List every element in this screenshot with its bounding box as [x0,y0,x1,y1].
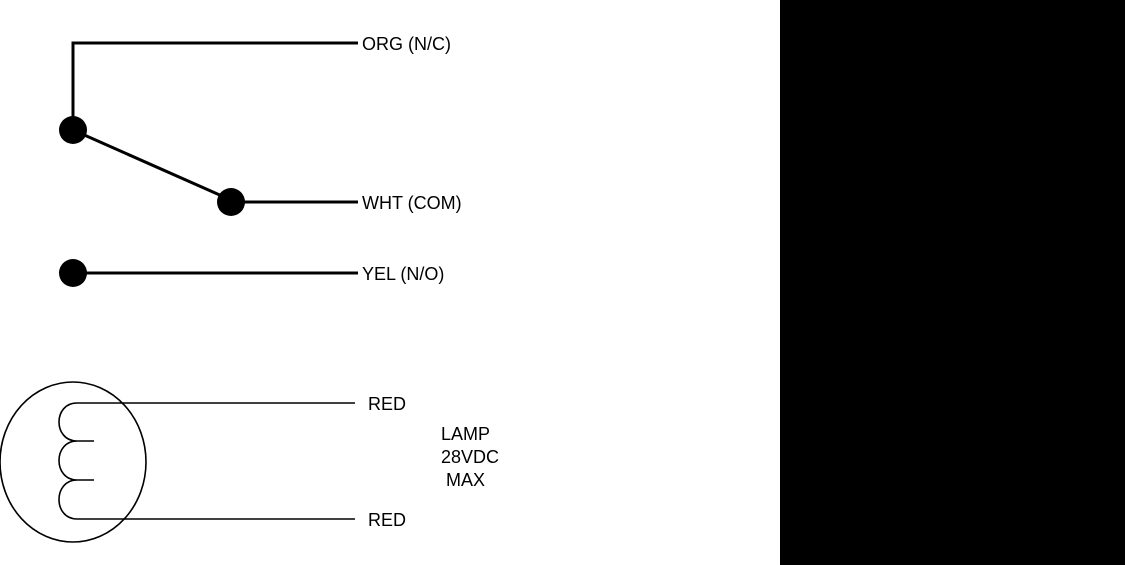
switch-pivot-terminal [59,116,87,144]
black-panel [780,0,1125,565]
lamp-filament [58,402,355,520]
lamp-spec-line1: LAMP [441,424,490,444]
lamp-wire-top-label: RED [368,394,406,414]
switch-common-arm [72,128,358,204]
lamp-wire-bottom-label: RED [368,510,406,530]
no-wire-label: YEL (N/O) [362,264,444,284]
switch-nc-wire [71,41,358,118]
switch-com-terminal [217,188,245,216]
com-wire-label: WHT (COM) [362,193,462,213]
lamp-bulb-outline [0,381,147,543]
nc-wire-label: ORG (N/C) [362,34,451,54]
switch-no-wire [59,259,358,287]
lamp-spec-line3: MAX [446,470,485,490]
lamp-spec-line2: 28VDC [441,447,499,467]
lamp-symbol [0,381,355,543]
